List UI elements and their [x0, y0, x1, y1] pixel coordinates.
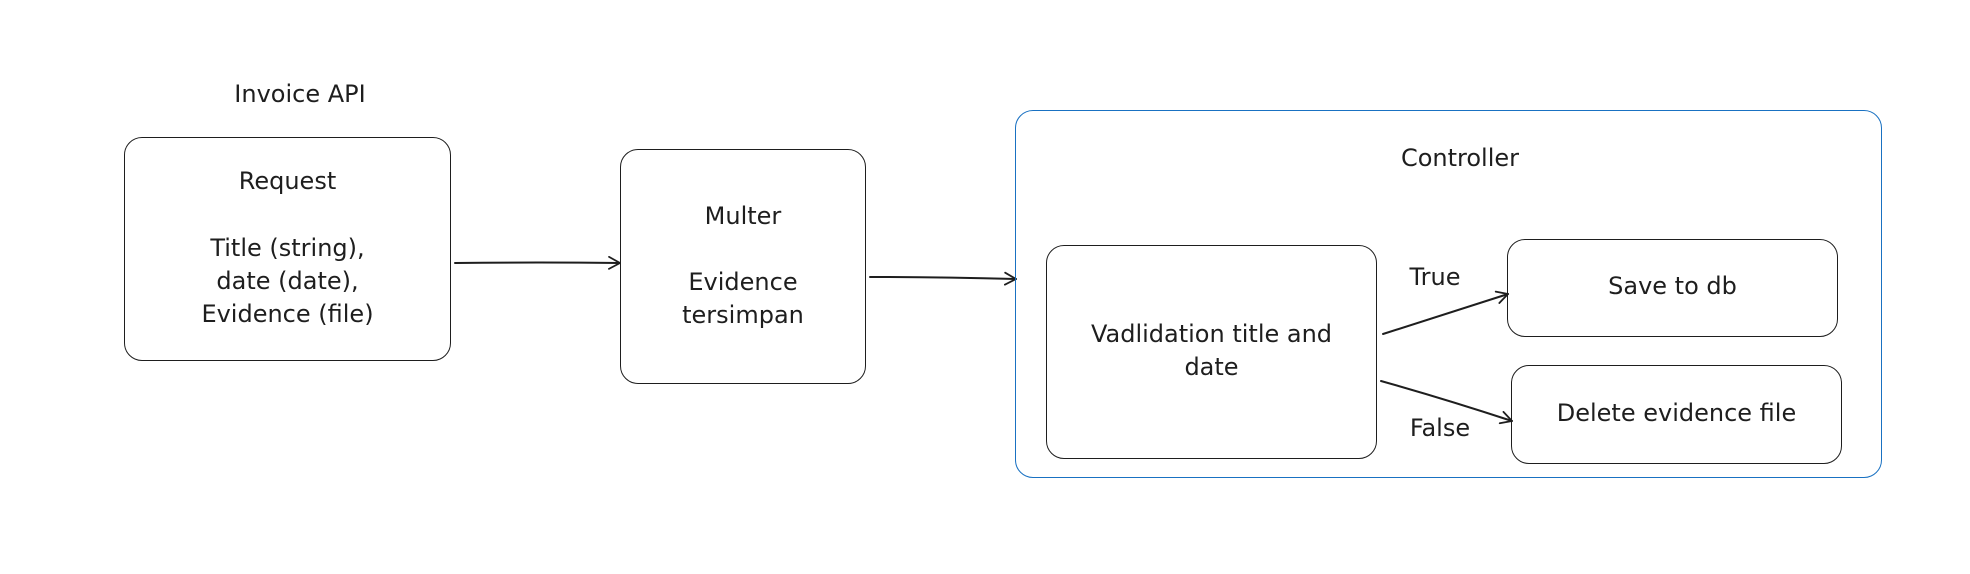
controller-label: Controller [1400, 144, 1520, 172]
request-box [124, 137, 451, 361]
multer-box [620, 149, 866, 384]
save-to-db-box [1507, 239, 1838, 337]
validation-line-2: date [1184, 353, 1239, 381]
multer-line-1: Evidence [688, 268, 798, 296]
validation-box [1046, 245, 1377, 459]
request-field-evidence: Evidence (file) [201, 300, 374, 328]
multer-heading: Multer [704, 202, 782, 230]
delete-evidence-box [1511, 365, 1842, 464]
multer-line-2: tersimpan [682, 301, 804, 329]
save-to-db-label: Save to db [1608, 272, 1737, 300]
arrow-multer-to-controller [869, 271, 1017, 286]
delete-evidence-label: Delete evidence file [1556, 399, 1797, 427]
arrow-request-to-multer [454, 255, 621, 270]
controller-group [1015, 110, 1882, 478]
arrow-true-to-save [1382, 290, 1509, 335]
arrow-false-to-delete [1380, 380, 1513, 425]
request-heading: Request [238, 167, 337, 195]
validation-line-1: Vadlidation title and [1090, 320, 1333, 348]
request-field-date: date (date), [216, 267, 359, 295]
request-field-title: Title (string), [210, 234, 365, 262]
true-edge-label: True [1409, 263, 1461, 291]
false-edge-label: False [1409, 414, 1471, 442]
diagram-title: Invoice API [234, 80, 366, 108]
